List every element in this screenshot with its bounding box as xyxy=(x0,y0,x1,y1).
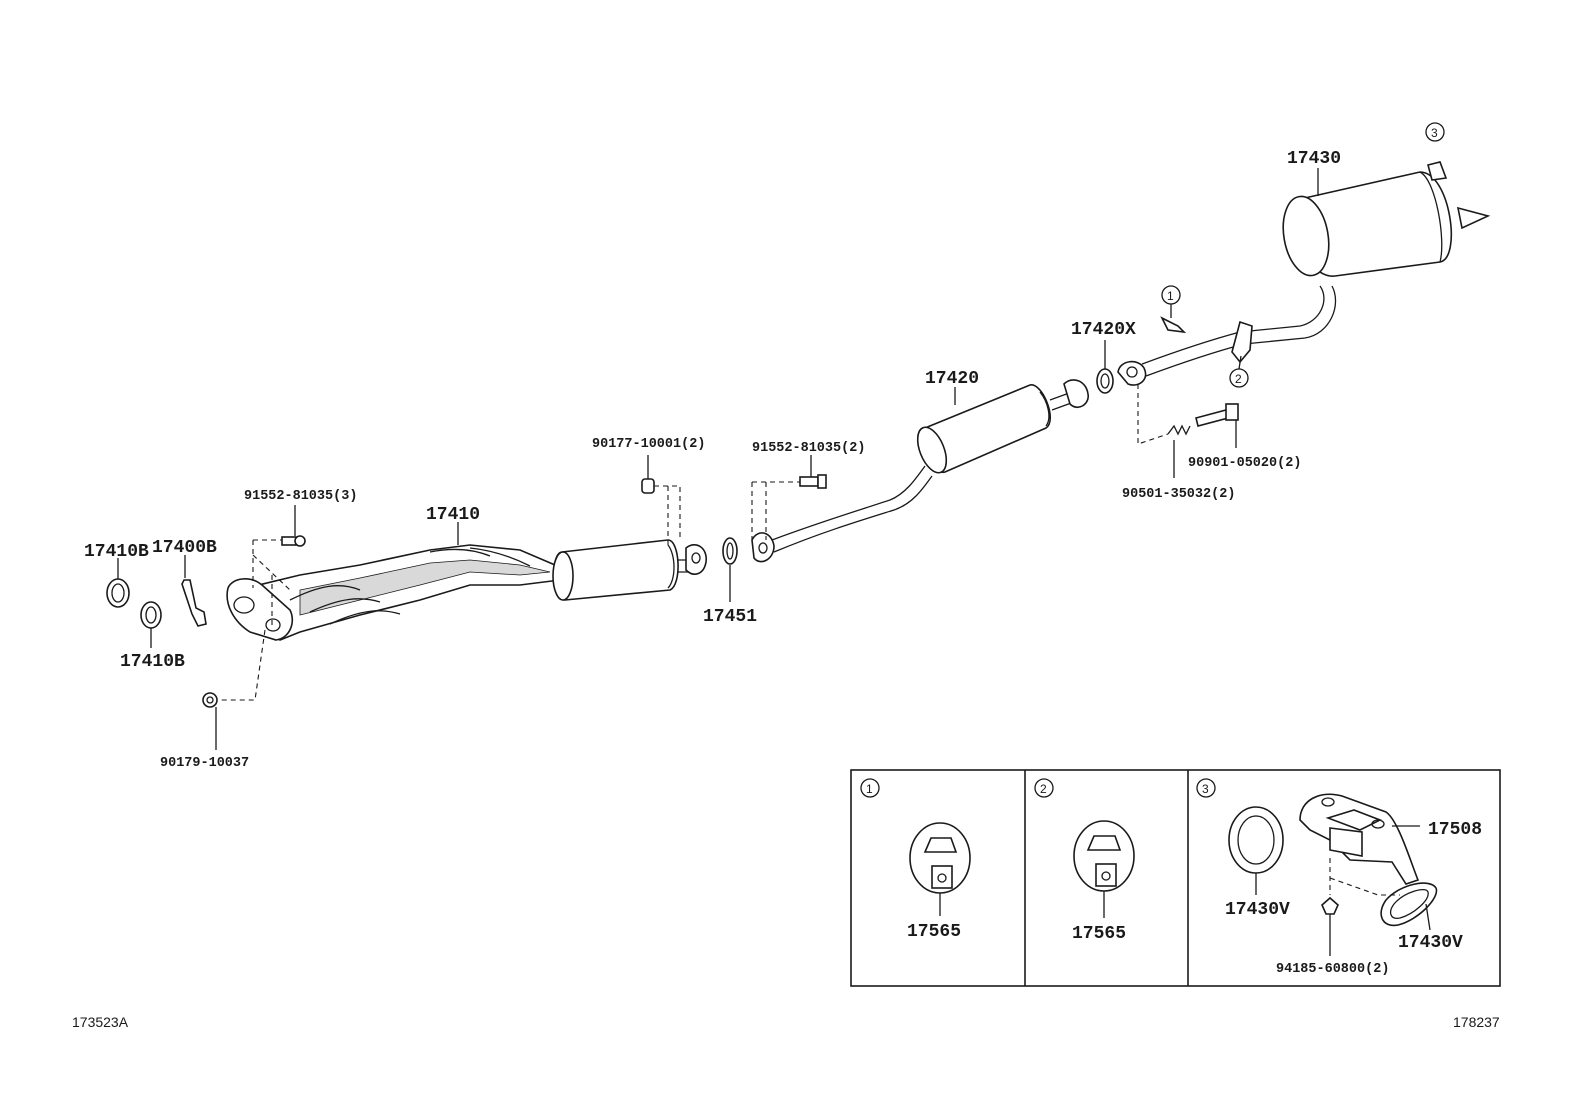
label-17430: 17430 xyxy=(1287,149,1341,169)
diagram-code-left: 173523A xyxy=(72,1014,129,1030)
label-90901-05020-2: 90901-05020(2) xyxy=(1188,456,1301,471)
spring-90501 xyxy=(1167,424,1191,436)
bolt-91552-front xyxy=(281,535,306,547)
callout-2: 2 xyxy=(1229,355,1249,388)
gasket-17410b-top xyxy=(106,578,130,608)
nut-90177 xyxy=(641,478,655,494)
detail-box-3-ring-left-label: 17430V xyxy=(1225,900,1290,920)
label-90177-10001-2: 90177-10001(2) xyxy=(592,437,705,452)
callout-1: 1 xyxy=(1161,285,1181,318)
detail-box-1-label: 17565 xyxy=(907,922,961,942)
label-90179-10037: 90179-10037 xyxy=(160,756,249,771)
detail-box-3-nut-label: 94185-60800(2) xyxy=(1276,962,1389,977)
callout-3: 3 xyxy=(1425,122,1445,142)
label-17400b: 17400B xyxy=(152,538,217,558)
label-91552-81035-2: 91552-81035(2) xyxy=(752,441,865,456)
detail-box-2: 2 17565 xyxy=(1034,778,1135,944)
oxygen-sensor-17400b xyxy=(181,579,207,627)
diagram-code-right: 178237 xyxy=(1453,1014,1500,1030)
detail-box-1-index: 1 xyxy=(866,782,873,796)
detail-box-1: 1 17565 xyxy=(860,778,971,942)
detail-box-2-label: 17565 xyxy=(1072,924,1126,944)
center-exhaust-pipe xyxy=(751,379,1089,563)
detail-box-3-ring-right-label: 17430V xyxy=(1398,933,1463,953)
detail-panel: 1 17565 2 17565 3 xyxy=(850,769,1501,987)
callout-1-number: 1 xyxy=(1167,289,1174,303)
detail-box-3: 3 17508 17430V 17430V 94185-60800(2) xyxy=(1196,778,1482,977)
callout-3-number: 3 xyxy=(1431,126,1438,140)
detail-box-3-index: 3 xyxy=(1202,782,1209,796)
label-91552-81035-3: 91552-81035(3) xyxy=(244,489,357,504)
gasket-17451 xyxy=(722,537,738,565)
tail-pipe-muffler xyxy=(1117,161,1491,386)
bolt-91552-center xyxy=(799,474,827,489)
leader-lines xyxy=(117,168,1319,750)
gasket-17420x xyxy=(1096,368,1114,394)
detail-box-2-index: 2 xyxy=(1040,782,1047,796)
label-90501-35032-2: 90501-35032(2) xyxy=(1122,487,1235,502)
label-17410b-bottom: 17410B xyxy=(120,652,185,672)
label-17410b-top: 17410B xyxy=(84,542,149,562)
part-labels: 17410B 17400B 17410B 91552-81035(3) 1741… xyxy=(84,149,1341,771)
gasket-17410b-bottom xyxy=(140,601,162,629)
label-17420x: 17420X xyxy=(1071,320,1136,340)
callout-2-number: 2 xyxy=(1235,372,1242,386)
front-exhaust-pipe xyxy=(226,539,707,641)
detail-box-3-bracket-label: 17508 xyxy=(1428,820,1482,840)
label-17410: 17410 xyxy=(426,505,480,525)
bolt-90901 xyxy=(1195,403,1239,427)
nut-90179 xyxy=(202,692,218,708)
label-17451: 17451 xyxy=(703,607,757,627)
label-17420: 17420 xyxy=(925,369,979,389)
